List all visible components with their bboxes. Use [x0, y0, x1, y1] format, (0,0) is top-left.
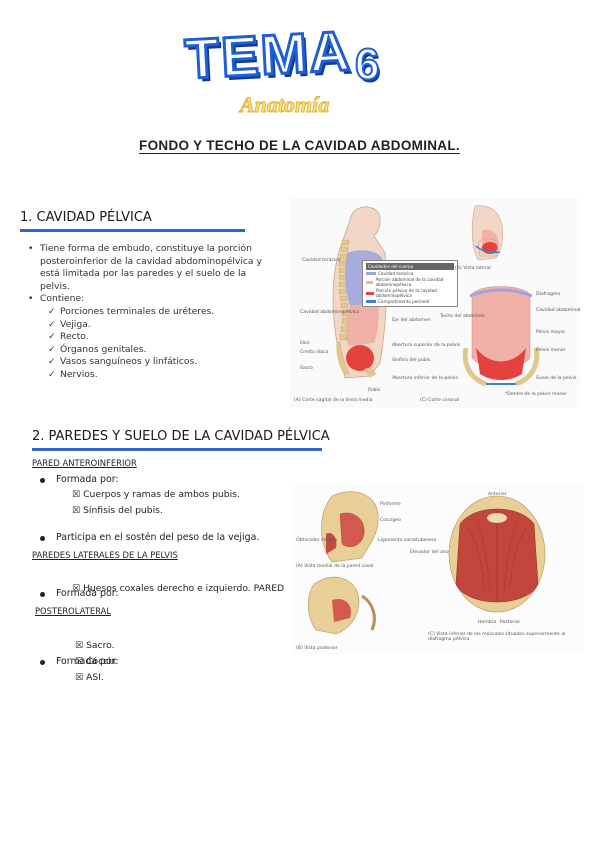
label: Cavidad torácica — [302, 258, 341, 263]
label: Ligamento sacrotuberoso — [378, 538, 437, 543]
footnote: *Dentro de la pelvis menor — [505, 392, 567, 397]
subheading-paredes-laterales: PAREDES LATERALES DE LA PELVIS — [32, 550, 178, 560]
tema-number: 6 — [354, 39, 381, 90]
subheading-posterolateral: POSTEROLATERAL — [35, 606, 111, 616]
legend-swatch — [366, 300, 376, 303]
label: Cavidad abdominal — [536, 308, 581, 313]
list-item: Formada por: — [32, 656, 599, 667]
legend-swatch — [366, 291, 374, 295]
caption: (A) Corte sagital de la línea media — [294, 398, 373, 403]
list-item: Vasos sanguíneos y linfáticos. — [26, 356, 274, 369]
label: Abertura superior de la pelvis — [392, 343, 461, 348]
label: Pubis — [368, 388, 381, 393]
legend-swatch — [366, 280, 374, 284]
label: Piriforme — [380, 502, 401, 507]
list-item: Nervios. — [26, 369, 274, 382]
list-item: Vejiga. — [26, 319, 274, 332]
page-title: FONDO Y TECHO DE LA CAVIDAD ABDOMINAL. — [139, 138, 460, 153]
list-item: Recto. — [26, 331, 274, 344]
label: Obturador interno — [296, 538, 338, 543]
subheading-pared-anteroinferior: PARED ANTEROINFERIOR — [32, 458, 137, 468]
pelvic-cavity-illustration — [332, 205, 540, 387]
checkbox-icon: ☒ — [72, 490, 81, 500]
pelvic-cavity-figure: Cavidades del cuerpo Cavidad torácica Po… — [290, 198, 580, 408]
checkbox-icon: ☒ — [75, 657, 84, 667]
legend-swatch — [366, 272, 376, 275]
label: Posterior — [500, 620, 521, 625]
list-item: ☒Sacro. — [75, 640, 115, 651]
caption: (B) Vista posterior — [296, 646, 338, 651]
caption: (C) Vista inferior de los músculos situa… — [428, 632, 566, 642]
caption: (A) Vista medial de la pared coxal — [296, 564, 374, 569]
list-item: Contiene: — [26, 293, 274, 306]
label: Sacro — [300, 366, 313, 371]
list-item: ☒Cuerpos y ramas de ambos pubis. — [72, 489, 240, 500]
label: Suelo de la pelvis — [536, 376, 577, 381]
label: Hembra — [478, 620, 497, 625]
list-item: ☒Huesos coxales derecho e izquierdo. PAR… — [72, 583, 285, 594]
section2-underline — [32, 448, 322, 451]
subject-title: Anatomía — [239, 92, 330, 118]
label: Pelvis menor — [536, 348, 566, 353]
label: Anterior — [488, 492, 507, 497]
checkbox-icon: ☒ — [75, 673, 84, 683]
pelvic-walls-figure: Piriforme Coccígeo Obturador interno Lig… — [292, 484, 584, 654]
list-item: ☒Sínfisis del pubis. — [72, 505, 163, 516]
list-item: Porciones terminales de uréteres. — [26, 306, 274, 319]
list-item: Formada por: — [32, 588, 599, 599]
label: Coccígeo — [380, 518, 401, 523]
cavity-legend: Cavidades del cuerpo Cavidad torácica Po… — [362, 260, 458, 307]
caption: (C) Corte coronal — [420, 398, 460, 403]
label: Abertura inferior de la pelvis — [392, 376, 458, 381]
section1-heading: 1. CAVIDAD PÉLVICA — [20, 210, 152, 225]
section2-heading: 2. PAREDES Y SUELO DE LA CAVIDAD PÉLVICA — [32, 429, 330, 444]
label: Cavidad abdominopélvica — [300, 310, 360, 315]
label: Ilion — [300, 341, 310, 346]
pelvic-walls-illustration — [307, 491, 546, 635]
checkbox-icon: ☒ — [72, 506, 81, 516]
checkbox-icon: ☒ — [72, 584, 81, 594]
caption: (B) Vista lateral — [455, 266, 491, 271]
list-item: Órganos genitales. — [26, 344, 274, 357]
list-item: ☒ASI. — [75, 672, 104, 683]
list-item: ☒Cóccix — [75, 656, 117, 667]
label: Elevador del ano — [410, 550, 449, 555]
list-item: Participa en el sostén del peso de la ve… — [32, 532, 599, 543]
checkbox-icon: ☒ — [75, 641, 84, 651]
section1-underline — [20, 229, 245, 232]
tema-title: TEMA — [182, 17, 355, 92]
section1-list: Tiene forma de embudo, constituye la por… — [26, 243, 274, 382]
label: Sínfisis del pubis — [392, 358, 431, 363]
label: Diafragma — [536, 292, 561, 297]
label: Cresta ilíaca — [300, 350, 329, 355]
label: Techo del abdomen — [440, 314, 485, 319]
list-item: Formada por: — [32, 474, 599, 485]
label: Pelvis mayor — [536, 330, 566, 335]
label: Eje del abdomen — [392, 318, 431, 323]
list-item: Tiene forma de embudo, constituye la por… — [26, 243, 274, 293]
